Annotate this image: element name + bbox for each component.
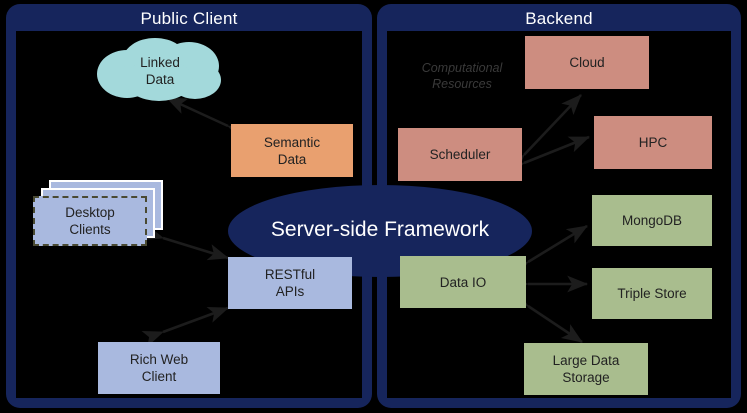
- node-cloud-label: Cloud: [569, 55, 605, 70]
- node-linked-data: Linked Data: [93, 36, 227, 102]
- server-side-framework-label: Server-side Framework: [270, 218, 490, 241]
- node-large-data-storage-label: Large Data Storage: [552, 353, 620, 385]
- node-data-io-label: Data IO: [439, 274, 487, 290]
- node-triple-store-label: Triple Store: [617, 286, 687, 301]
- annotation-computational-resources: Computational Resources: [421, 61, 503, 91]
- node-mongodb[interactable]: MongoDB: [592, 195, 712, 246]
- node-linked-data-label-1: Linked: [140, 55, 180, 70]
- panel-backend-title: Backend: [525, 9, 593, 28]
- node-linked-data-label-2: Data: [145, 72, 175, 87]
- node-desktop-clients-label: Desktop Clients: [65, 205, 115, 237]
- node-hpc[interactable]: HPC: [594, 116, 712, 169]
- node-hpc-label: HPC: [638, 135, 668, 150]
- lens-shape: [228, 185, 532, 277]
- node-mongodb-label: MongoDB: [621, 213, 683, 228]
- node-restful-apis-label: RESTful APIs: [264, 267, 316, 299]
- node-large-data-storage[interactable]: Large Data Storage: [524, 343, 648, 395]
- node-desktop-clients[interactable]: Desktop Clients: [33, 196, 147, 246]
- node-cloud[interactable]: Cloud: [525, 36, 649, 89]
- node-semantic-data-label: Semantic Data: [263, 134, 321, 167]
- node-rich-web-client-label: Rich Web Client: [129, 352, 189, 384]
- node-rich-web-client[interactable]: Rich Web Client: [98, 342, 220, 394]
- cloud-shape: [97, 38, 221, 101]
- node-semantic-data[interactable]: Semantic Data: [231, 124, 353, 177]
- node-restful-apis[interactable]: RESTful APIs: [228, 257, 352, 309]
- node-scheduler[interactable]: Scheduler: [398, 128, 522, 181]
- panel-public-client-title: Public Client: [140, 9, 238, 28]
- node-scheduler-label: Scheduler: [429, 147, 491, 162]
- node-data-io[interactable]: Data IO: [400, 256, 526, 308]
- server-side-framework: Server-side Framework: [228, 185, 532, 277]
- node-triple-store[interactable]: Triple Store: [592, 268, 712, 319]
